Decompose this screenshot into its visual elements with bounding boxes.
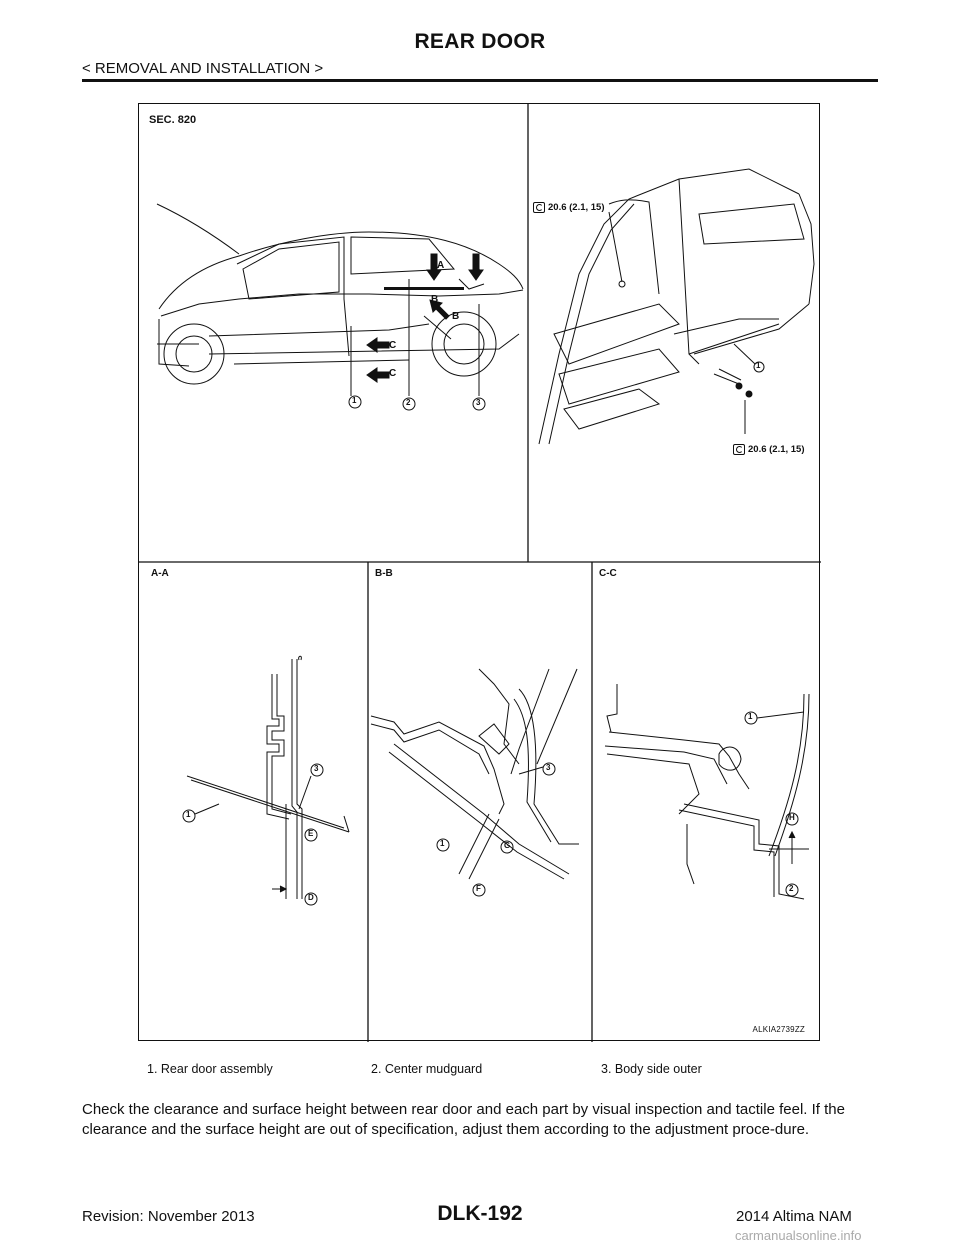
callout-a-right: A [473, 262, 481, 273]
torque-wrench-icon [733, 444, 745, 455]
section-aa [182, 655, 350, 906]
view-label-aa: A-A [151, 568, 169, 579]
callout-2-side: 2 [406, 398, 411, 407]
callout-3-bb: 3 [546, 763, 551, 772]
page-title: REAR DOOR [414, 30, 546, 53]
callout-1-aa: 1 [186, 810, 191, 819]
callout-1-opening: 1 [756, 361, 761, 370]
body-paragraph: Check the clearance and surface height b… [82, 1101, 845, 1138]
callout-a-left: A [437, 260, 445, 271]
callout-g: G [504, 841, 511, 850]
section-label: SEC. 820 [149, 114, 197, 126]
callout-b-lower: B [452, 311, 460, 322]
legend-item-2: 2. Center mudguard [371, 1062, 483, 1076]
callout-1-cc: 1 [748, 712, 753, 721]
callout-d: D [308, 893, 314, 902]
car-side-view [156, 203, 524, 411]
callout-c-upper: C [389, 340, 397, 351]
model-name: 2014 Altima NAM [736, 1208, 852, 1225]
watermark: carmanualsonline.info [735, 1228, 862, 1243]
view-label-bb: B-B [375, 568, 393, 579]
callout-3-aa: 3 [314, 764, 319, 773]
callout-2-cc: 2 [789, 884, 794, 893]
torque-spec-lower: 20.6 (2.1, 15) [733, 444, 805, 455]
revision-date: Revision: November 2013 [82, 1208, 255, 1225]
body-opening-view [538, 168, 815, 445]
figure-id: ALKIA2739ZZ [752, 1025, 805, 1034]
legend-item-1: 1. Rear door assembly [147, 1062, 273, 1076]
callout-e: E [308, 829, 314, 838]
callout-h: H [789, 813, 795, 822]
callout-c-lower: C [389, 368, 397, 379]
diagram-drawing [139, 104, 821, 1042]
section-cc [604, 684, 810, 900]
callout-f: F [476, 884, 481, 893]
torque-wrench-icon [533, 202, 545, 213]
callout-1-side: 1 [352, 396, 357, 405]
page-number: DLK-192 [437, 1202, 523, 1225]
view-label-cc: C-C [599, 568, 617, 579]
torque-spec-upper: 20.6 (2.1, 15) [533, 202, 605, 213]
breadcrumb: < REMOVAL AND INSTALLATION > [82, 60, 324, 77]
diagram-figure: SEC. 820 A A B B C C 1 2 3 20.6 (2.1, 15… [138, 103, 821, 1042]
callout-1-bb: 1 [440, 839, 445, 848]
callout-3-side: 3 [476, 398, 481, 407]
section-bb [370, 668, 579, 897]
callout-b-upper: B [431, 294, 439, 305]
header-rule [82, 79, 878, 82]
legend-item-3: 3. Body side outer [601, 1062, 702, 1076]
